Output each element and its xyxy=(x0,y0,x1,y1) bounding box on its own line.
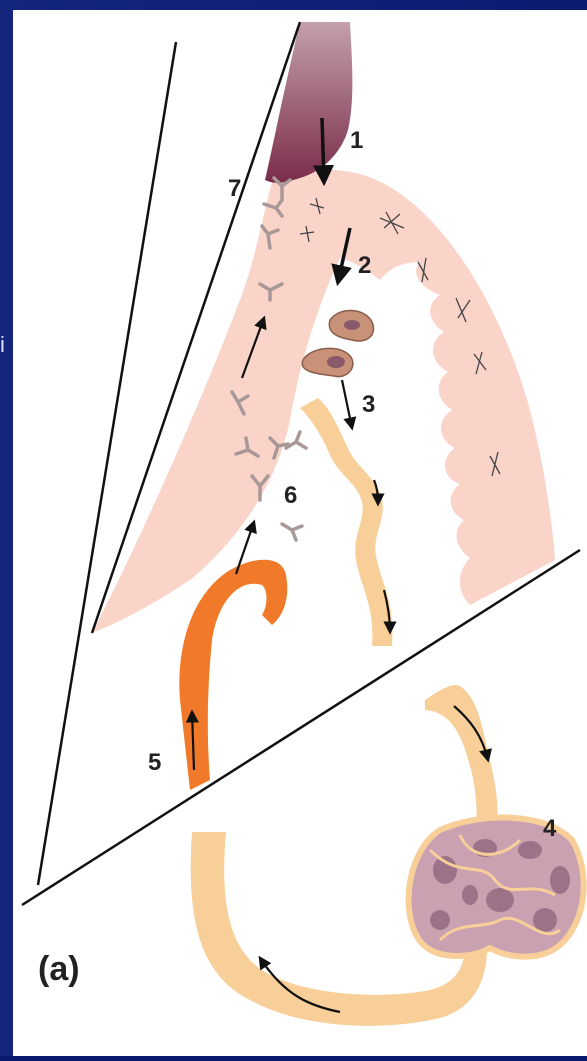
panel-label: (a) xyxy=(38,950,80,988)
step-label-6: 6 xyxy=(284,482,297,509)
step-label-3: 3 xyxy=(362,391,375,418)
blood-vessel xyxy=(179,560,287,790)
gingival-immune-diagram: 1 2 3 4 5 6 7 (a) xyxy=(13,10,587,1056)
lymphatic-vessel-upper xyxy=(300,398,392,646)
step-label-4: 4 xyxy=(543,815,557,842)
clipped-slide-text: i xyxy=(0,330,13,360)
step-1-arrow xyxy=(322,118,324,182)
step-label-1: 1 xyxy=(350,127,363,154)
lymph-node xyxy=(409,818,584,957)
step-label-2: 2 xyxy=(358,252,371,279)
figure-panel: 1 2 3 4 5 6 7 (a) xyxy=(13,10,587,1056)
gingival-tissue xyxy=(92,170,555,633)
step-label-5: 5 xyxy=(148,749,161,776)
step-3-arrow xyxy=(342,380,352,428)
step-label-7: 7 xyxy=(228,175,241,202)
tooth-crown xyxy=(265,22,352,183)
